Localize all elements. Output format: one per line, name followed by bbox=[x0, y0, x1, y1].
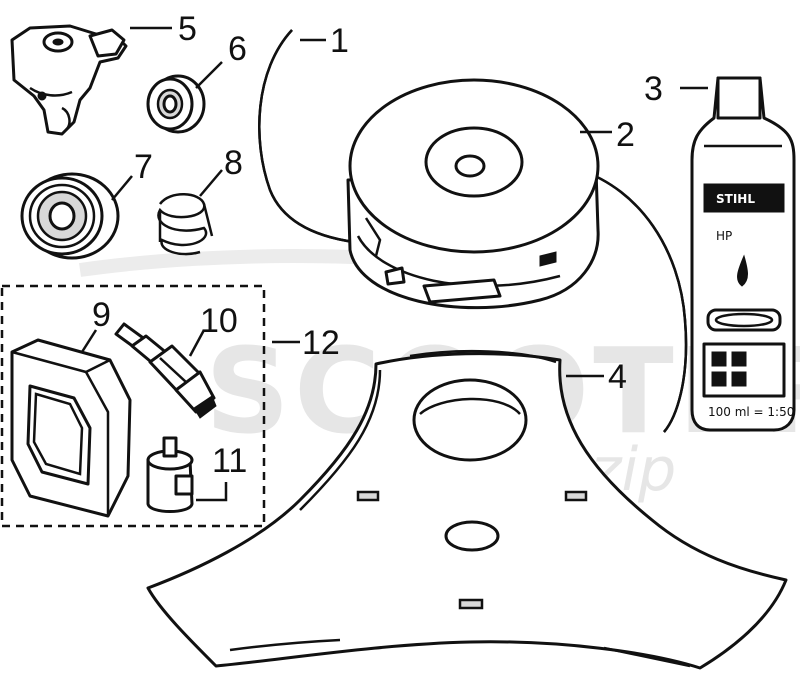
part-3-oil-bottle: STIHL HP 100 ml = 1:50 bbox=[690, 76, 796, 432]
callout-6: 6 bbox=[228, 30, 247, 68]
callout-7: 7 bbox=[134, 148, 153, 186]
leader-lines bbox=[80, 26, 708, 502]
oil-bottle-label: HP bbox=[716, 229, 732, 243]
part-9-air-filter bbox=[10, 338, 132, 518]
callout-10: 10 bbox=[200, 302, 238, 340]
oil-bottle-ratio: 100 ml = 1:50 bbox=[708, 405, 794, 419]
part-7-large-bearing bbox=[20, 172, 120, 260]
part-11-fuel-filter bbox=[146, 436, 194, 513]
kit-dashed-box bbox=[0, 284, 266, 528]
callout-8: 8 bbox=[224, 144, 243, 182]
oil-bottle-brand-band bbox=[703, 183, 785, 213]
callout-12: 12 bbox=[302, 324, 340, 362]
callout-5: 5 bbox=[178, 10, 197, 48]
callout-2: 2 bbox=[616, 116, 635, 154]
callout-1: 1 bbox=[330, 22, 349, 60]
callout-11: 11 bbox=[212, 442, 247, 480]
callout-4: 4 bbox=[608, 358, 627, 396]
part-6-small-bearing bbox=[146, 74, 206, 134]
part-2-mowing-head bbox=[346, 78, 600, 310]
part-1-trimmer-line bbox=[258, 29, 688, 433]
oil-bottle-brand: STIHL bbox=[716, 192, 755, 206]
part-8-spring bbox=[157, 193, 214, 256]
callout-3: 3 bbox=[644, 70, 663, 108]
callout-9: 9 bbox=[92, 296, 111, 334]
kit-12-group bbox=[0, 284, 266, 528]
part-4-blade bbox=[146, 349, 788, 670]
callouts: 1 2 3 4 5 6 7 8 9 10 11 12 bbox=[92, 10, 663, 480]
part-10-spark-plug bbox=[114, 322, 217, 419]
part-5-throttle-housing bbox=[10, 24, 128, 136]
